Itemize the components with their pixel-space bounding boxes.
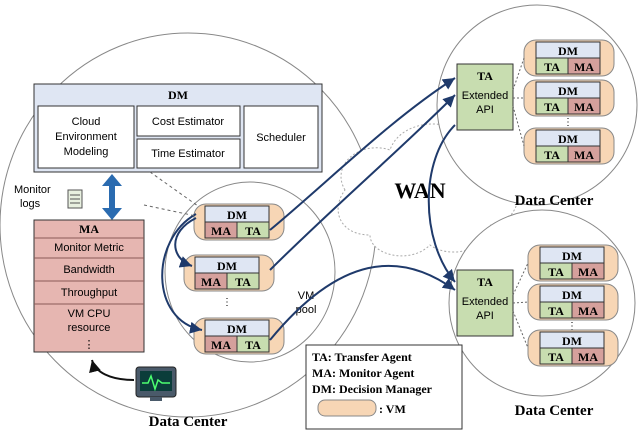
vm-br-dots: ⋮ <box>567 321 577 332</box>
wan-arrow-1 <box>269 77 456 231</box>
vm-br-2: DM TA MA <box>527 283 619 321</box>
ta-top-link-1 <box>512 57 525 91</box>
wan-arrow-2 <box>269 94 456 271</box>
vm-main-1: DM MA TA <box>193 203 285 241</box>
datacenter-label-bottom-right: Data Center <box>515 403 594 419</box>
ta-extended-top: TA Extended API <box>456 63 514 131</box>
ma-panel-title: MA <box>79 222 99 236</box>
ta-bottom-label: TA <box>477 275 493 289</box>
cloud-modeling-label-1: Cloud <box>72 116 101 128</box>
legend-ma: MA: Monitor Agent <box>312 366 414 380</box>
ta-extended-bottom: TA Extended API <box>456 269 514 337</box>
vm-cpu-label-1: VM CPU <box>68 308 111 320</box>
ta-bottom-extended: Extended <box>462 296 508 308</box>
legend-ta: TA: Transfer Agent <box>312 350 412 364</box>
dm-panel: DM Cloud Environment Modeling Cost Estim… <box>33 83 323 173</box>
vm-br-1: DM TA MA <box>527 244 619 282</box>
vm-main-3-dm: DM <box>227 322 247 336</box>
vm-tr-1: DM TA MA <box>523 39 615 77</box>
vm-tr-3-ma: MA <box>574 148 594 162</box>
scheduler-label: Scheduler <box>256 132 306 144</box>
wan-arrow-4 <box>427 124 456 283</box>
ta-top-label: TA <box>477 69 493 83</box>
dm-link-dashed-1 <box>149 171 199 207</box>
dm-panel-title: DM <box>168 88 188 102</box>
cost-estimator-box <box>136 105 241 137</box>
vm-br-2-ta: TA <box>548 304 564 318</box>
ta-bottom-link-3 <box>512 310 529 349</box>
vm-tr-3-ta: TA <box>544 148 560 162</box>
vm-main-2-ta: TA <box>235 275 251 289</box>
vm-br-3-ma: MA <box>578 350 598 364</box>
wan-label: WAN <box>394 178 445 203</box>
monitor-computer-icon <box>135 366 177 401</box>
logs-icon <box>67 189 83 209</box>
vm-tr-1-dm: DM <box>558 44 578 58</box>
vm-pool-label-1: VM <box>298 290 315 302</box>
dm-ma-double-arrow <box>102 174 122 220</box>
vm-main-1-ma: MA <box>211 224 231 238</box>
vm-tr-3-dm: DM <box>558 132 578 146</box>
ma-more-dots: ⋮ <box>84 339 95 351</box>
vm-br-2-ma: MA <box>578 304 598 318</box>
legend-vm: : VM <box>379 402 406 416</box>
vm-br-1-ta: TA <box>548 265 564 279</box>
vm-main-dots: ⋮ <box>222 297 232 308</box>
vm-br-1-ma: MA <box>578 265 598 279</box>
vm-pool-arrow-1 <box>174 217 197 268</box>
vm-tr-1-ma: MA <box>574 60 594 74</box>
vm-tr-1-ta: TA <box>544 60 560 74</box>
legend-dm: DM: Decision Manager <box>312 382 433 396</box>
vm-tr-2-ta: TA <box>544 100 560 114</box>
dm-link-dashed-2 <box>143 204 197 217</box>
monitor-metric-label: Monitor Metric <box>54 242 124 254</box>
vm-br-3-ta: TA <box>548 350 564 364</box>
ta-bottom-link-2 <box>512 301 529 304</box>
vm-br-2-dm: DM <box>562 288 582 302</box>
monitor-logs-label-2: logs <box>20 198 41 210</box>
vm-br-1-dm: DM <box>562 249 582 263</box>
monitor-to-ma-arrow <box>89 359 135 381</box>
cloud-modeling-box <box>37 105 135 169</box>
throughput-label: Throughput <box>61 287 117 299</box>
vm-main-3: DM MA TA <box>193 317 285 355</box>
vm-pool-arrow-2 <box>161 213 203 334</box>
time-estimator-box <box>136 138 241 169</box>
ta-top-api: API <box>476 104 494 116</box>
datacenter-label-top-right: Data Center <box>515 193 594 209</box>
vm-main-2-ma: MA <box>201 275 221 289</box>
vm-main-2-dm: DM <box>217 259 237 273</box>
vm-cpu-label-2: resource <box>68 322 111 334</box>
monitor-logs-label-1: Monitor <box>14 184 51 196</box>
cloud-modeling-label-3: Modeling <box>64 146 109 158</box>
vm-main-2: DM MA TA <box>183 254 275 292</box>
datacenter-label-main: Data Center <box>149 414 228 430</box>
cloud-modeling-label-2: Environment <box>55 131 117 143</box>
scheduler-box <box>243 105 319 169</box>
vm-tr-2-dm: DM <box>558 84 578 98</box>
vm-tr-3: DM TA MA <box>523 127 615 165</box>
ma-panel: MA Monitor Metric Bandwidth Throughput V… <box>33 219 145 353</box>
vm-br-3-dm: DM <box>562 334 582 348</box>
vm-tr-dots: ⋮ <box>563 117 573 128</box>
cost-estimator-label: Cost Estimator <box>152 116 224 128</box>
legend-box: TA: Transfer Agent MA: Monitor Agent DM:… <box>305 344 463 430</box>
bandwidth-label: Bandwidth <box>63 264 114 276</box>
ta-bottom-link-1 <box>512 262 529 296</box>
ta-bottom-api: API <box>476 310 494 322</box>
time-estimator-label: Time Estimator <box>151 148 225 160</box>
wan-arrow-3 <box>269 264 456 341</box>
vm-main-1-dm: DM <box>227 208 247 222</box>
legend-vm-swatch <box>317 399 377 417</box>
vm-main-3-ta: TA <box>245 338 261 352</box>
vm-main-3-ma: MA <box>211 338 231 352</box>
vm-br-3: DM TA MA <box>527 329 619 367</box>
ta-top-extended: Extended <box>462 90 508 102</box>
ta-top-link-3 <box>512 105 525 147</box>
vm-tr-2: DM TA MA <box>523 79 615 117</box>
vm-tr-2-ma: MA <box>574 100 594 114</box>
vm-main-1-ta: TA <box>245 224 261 238</box>
